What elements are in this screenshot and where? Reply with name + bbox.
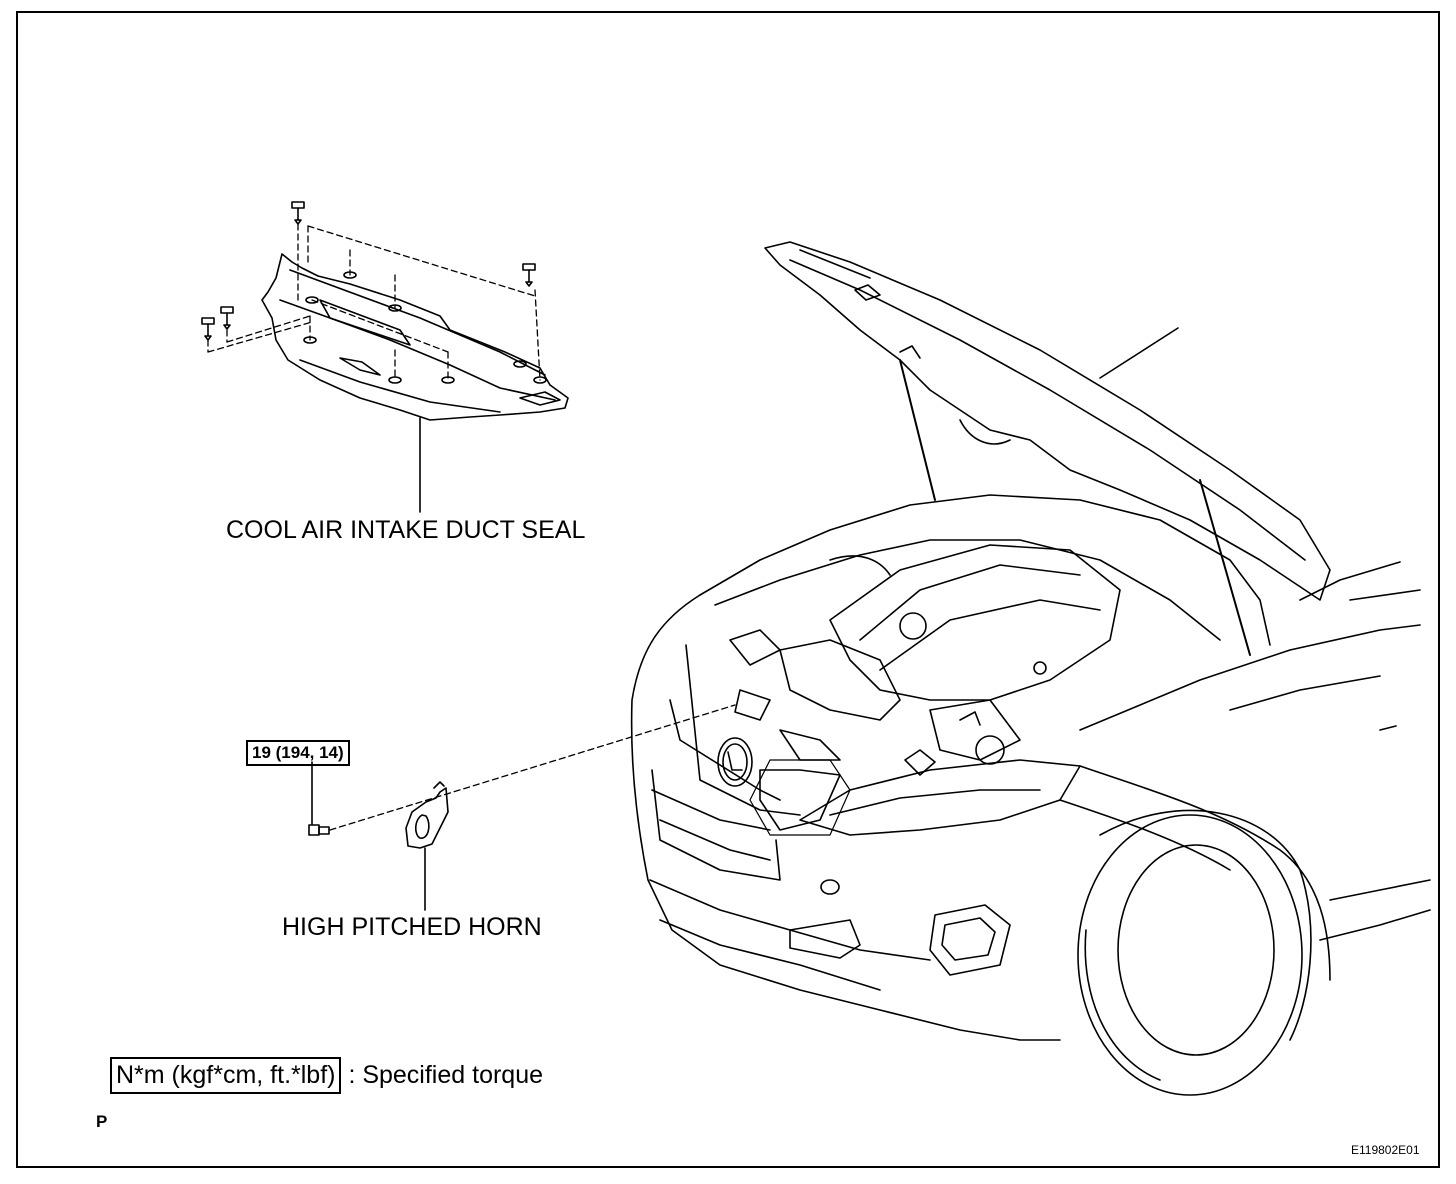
legend-description: : Specified torque (348, 1061, 544, 1089)
view-marker: P (96, 1112, 108, 1131)
torque-value-box: 19 (194, 14) (246, 740, 350, 766)
legend-unit-box: N*m (kgf*cm, ft.*lbf) (110, 1057, 342, 1094)
torque-legend: N*m (kgf*cm, ft.*lbf) : Specified torque (110, 1057, 543, 1094)
duct-seal-clips (201, 201, 536, 341)
vehicle-front (630, 241, 1431, 1096)
duct-seal-label: COOL AIR INTAKE DUCT SEAL (226, 516, 586, 544)
horn-bolt (308, 761, 330, 836)
horn-part (405, 781, 449, 911)
diagram-frame (16, 11, 1440, 1168)
duct-seal-part (261, 253, 569, 513)
illustration-code: E119802E01 (1351, 1143, 1420, 1157)
horn-label: HIGH PITCHED HORN (282, 913, 542, 941)
duct-seal-dashed-lines (207, 223, 541, 381)
